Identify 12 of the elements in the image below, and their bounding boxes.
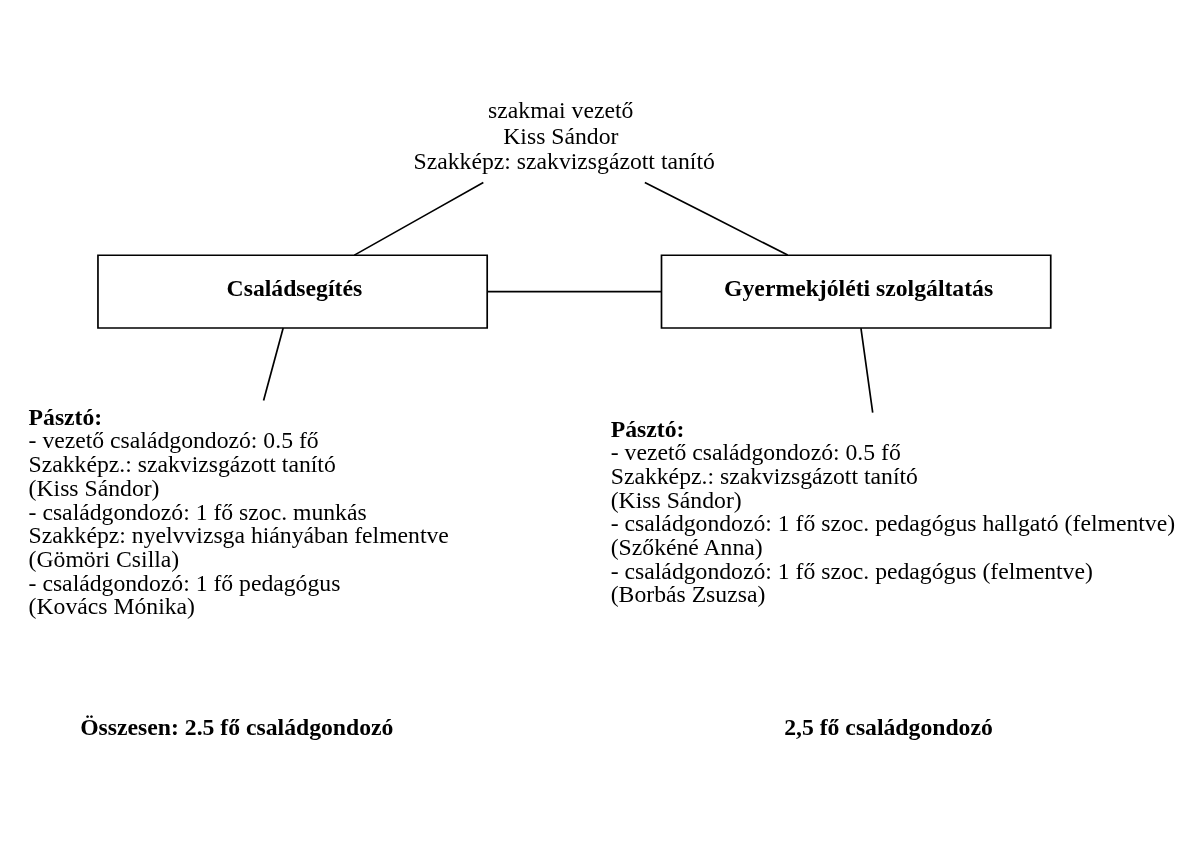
node-text: szakmai vezető Kiss Sándor Szakképz: szakvizsgázott tanító	[413, 96, 715, 174]
connector	[262, 326, 285, 401]
node-text: Pásztó: - vezető családgondozó: 0.5 fő Szakképz.: szakvizsgázott tanító (Kiss Sándor) - családgondozó: 1 fő szoc. munkás Szakképz: nyelvvizsga hiányában felmentve (Gömöri Csilla) - családgondozó: 1 fő pedagógus (Kovács Mónika)	[28, 403, 449, 619]
node-box: Családsegítés	[97, 253, 489, 329]
connector	[860, 326, 874, 413]
label: 2,5 fő családgondozó	[784, 713, 993, 740]
node-box: Gyermekjóléti szolgáltatás	[660, 253, 1052, 329]
connector	[644, 181, 789, 256]
node-text: Pásztó: - vezető családgondozó: 0.5 fő Szakképz.: szakvizsgázott tanító (Kiss Sándor) - családgondozó: 1 fő szoc. pedagógus hallgató (felmentve) (Szőkéné Anna) - családgondozó: 1 fő szoc. pedagógus (felmentve) (Borbás Zsuzsa)	[610, 415, 1176, 607]
connector	[353, 181, 485, 256]
label: Összesen: 2.5 fő családgondozó	[80, 713, 394, 740]
connector	[486, 290, 662, 292]
